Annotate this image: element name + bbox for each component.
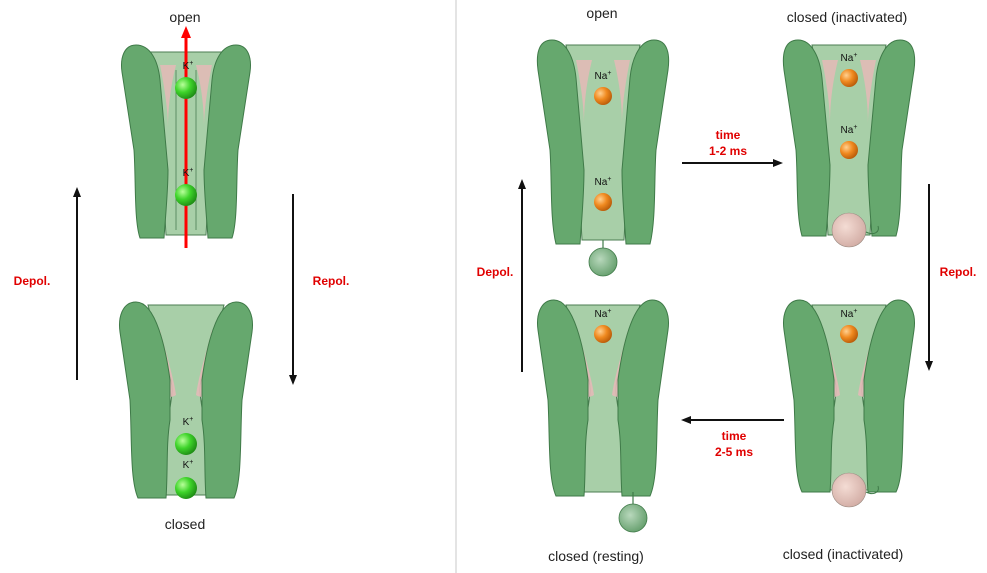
k-depol-label: Depol. <box>14 274 51 288</box>
na-inactivated-top-label: closed (inactivated) <box>787 9 908 25</box>
k-repol-label: Repol. <box>313 274 350 288</box>
k-open-label: open <box>169 9 200 25</box>
na-repol-label: Repol. <box>940 265 977 279</box>
na-time-top-label-1: time <box>716 128 741 142</box>
k-closed-label: closed <box>165 516 205 532</box>
na-resting-label: closed (resting) <box>548 548 644 564</box>
na-time-bottom-label-2: 2-5 ms <box>715 445 753 459</box>
na-inactivated-bottom-label: closed (inactivated) <box>783 546 904 562</box>
na-open-label: open <box>586 5 617 21</box>
na-time-top-label-2: 1-2 ms <box>709 144 747 158</box>
na-depol-label: Depol. <box>477 265 514 279</box>
na-time-bottom-label-1: time <box>722 429 747 443</box>
